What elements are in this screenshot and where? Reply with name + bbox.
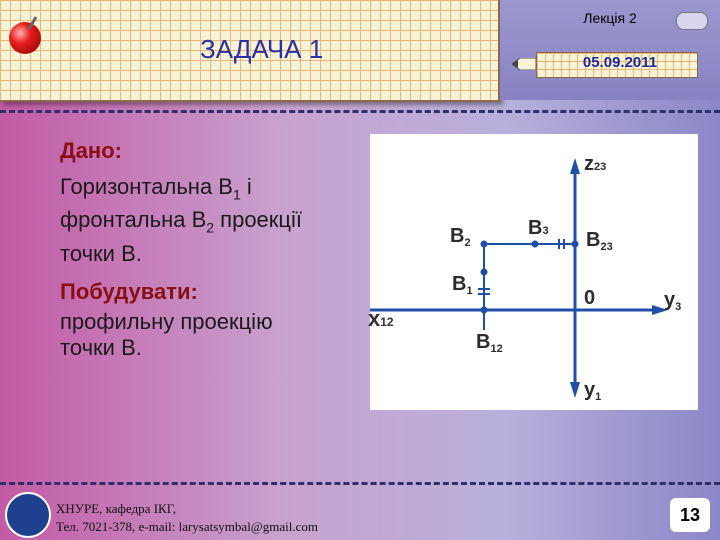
top-divider <box>0 110 720 113</box>
label-b1: B1 <box>452 273 473 297</box>
point-b23 <box>571 240 579 248</box>
z-arrow-icon <box>570 158 580 174</box>
y1-arrow-icon <box>570 382 580 398</box>
label-x12: x12 <box>368 306 394 331</box>
date-label: 05.09.2011 <box>582 54 658 71</box>
point-b3 <box>531 240 539 248</box>
footer-contact: ХНУРЕ, кафедра ІКГ, Тел. 7021-378, e-mai… <box>56 500 318 536</box>
page-number: 13 <box>670 498 710 532</box>
label-b2: B2 <box>450 225 471 249</box>
given-section: Дано: Горизонтальна В1 і фронтальна В2 п… <box>60 138 302 361</box>
build-line-2: точки В. <box>60 334 142 360</box>
pencil-icon <box>512 58 536 70</box>
given-line-3: точки В. <box>60 240 142 266</box>
label-b3: B3 <box>528 217 549 239</box>
point-b12 <box>480 306 488 314</box>
lecture-label: Лекція 2 <box>583 10 637 26</box>
bottom-divider <box>0 482 720 485</box>
date-box <box>536 52 698 78</box>
footer-line-1: ХНУРЕ, кафедра ІКГ, <box>56 501 176 516</box>
given-line-2: фронтальна В2 проекції <box>60 207 303 236</box>
given-heading: Дано: <box>60 138 122 163</box>
point-b2 <box>480 240 488 248</box>
university-logo-icon <box>5 492 51 538</box>
diagram-canvas: z23 B2 B3 B23 B1 0 y3 B12 y1 <box>370 153 681 403</box>
footer-line-2: Тел. 7021-378, e-mail: larysatsymbal@gma… <box>56 519 319 534</box>
label-y1: y1 <box>584 379 601 403</box>
toggle-icon <box>676 12 708 30</box>
label-b12: B12 <box>476 331 503 355</box>
build-line-1: профильну проекцію <box>60 308 273 334</box>
projection-diagram: z23 B2 B3 B23 B1 0 y3 B12 y1 <box>370 134 698 410</box>
label-z: z23 <box>584 153 606 175</box>
label-zero: 0 <box>584 287 595 309</box>
red-ball-icon <box>9 22 41 54</box>
header-panel <box>0 0 500 102</box>
build-heading: Побудувати: <box>60 278 198 304</box>
point-b1 <box>480 268 488 276</box>
label-b23: B23 <box>586 229 613 253</box>
slide-title: ЗАДАЧА 1 <box>200 34 324 64</box>
label-y3: y3 <box>664 289 681 313</box>
given-line-1: Горизонтальна В1 і <box>60 174 252 203</box>
y3-arrow-icon <box>652 305 668 315</box>
